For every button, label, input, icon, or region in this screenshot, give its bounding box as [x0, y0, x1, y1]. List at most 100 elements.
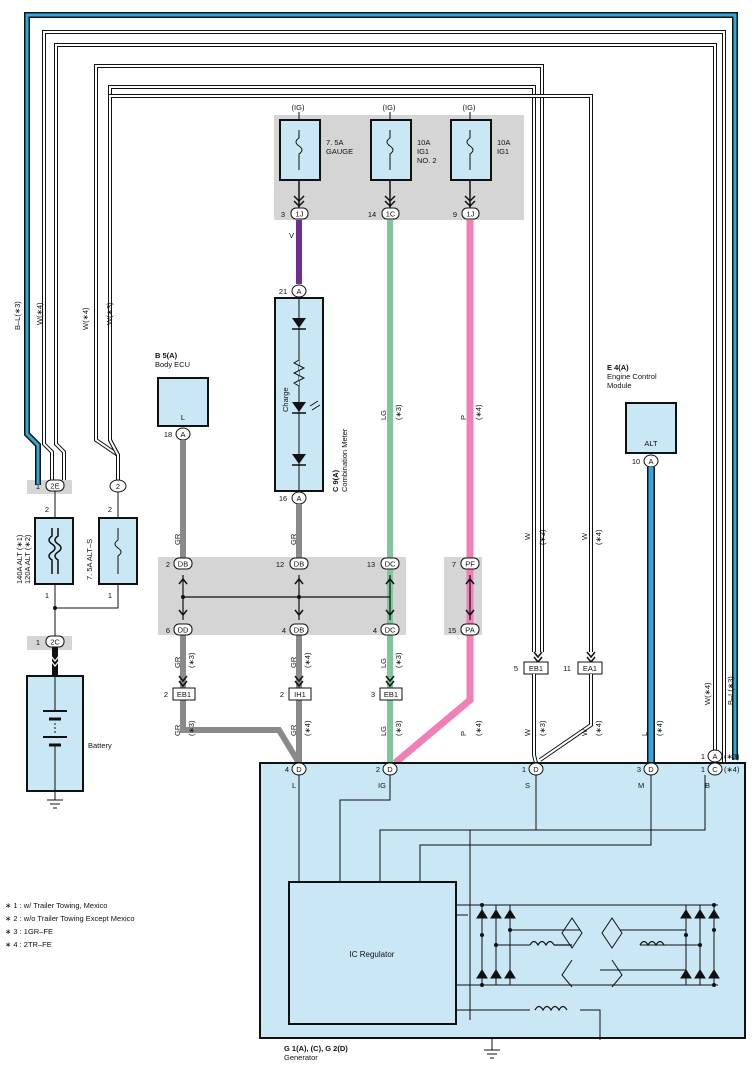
svg-text:4: 4 — [373, 626, 377, 635]
svg-text:(∗3): (∗3) — [187, 720, 196, 736]
svg-text:(∗4): (∗4) — [594, 720, 603, 736]
svg-text:M: M — [638, 781, 644, 790]
outer-wires — [24, 12, 738, 770]
battery-arrow — [50, 655, 60, 667]
svg-text:10: 10 — [632, 457, 640, 466]
wire-label-w4a: W(∗4) — [35, 302, 44, 325]
svg-text:14: 14 — [368, 210, 376, 219]
svg-text:(∗4): (∗4) — [655, 720, 664, 736]
svg-text:2: 2 — [164, 690, 168, 699]
svg-text:GR: GR — [173, 533, 182, 545]
svg-text:EA1: EA1 — [583, 664, 597, 673]
svg-text:6: 6 — [166, 626, 170, 635]
svg-text:3: 3 — [371, 690, 375, 699]
svg-text:D: D — [533, 765, 539, 774]
svg-text:11: 11 — [563, 664, 571, 673]
svg-text:(∗3): (∗3) — [538, 720, 547, 736]
wire-label-w3: W(∗3) — [105, 302, 114, 325]
svg-text:5: 5 — [514, 664, 518, 673]
svg-text:L: L — [181, 413, 185, 422]
svg-text:P: P — [459, 415, 468, 420]
svg-text:DB: DB — [294, 626, 304, 635]
wire-labels: GR GR LG (∗3) P (∗4) W (∗3) W (∗4) GR (∗… — [173, 404, 735, 736]
svg-text:(∗3): (∗3) — [394, 720, 403, 736]
svg-text:2: 2 — [376, 765, 380, 774]
svg-text:LG: LG — [379, 726, 388, 736]
svg-text:W: W — [580, 728, 589, 736]
svg-text:A: A — [180, 430, 185, 439]
svg-text:9: 9 — [453, 210, 457, 219]
svg-text:IG: IG — [378, 781, 386, 790]
svg-text:IG1: IG1 — [417, 147, 429, 156]
svg-text:LG: LG — [379, 658, 388, 668]
fuse-bus-junction — [53, 606, 57, 610]
svg-text:10A: 10A — [417, 138, 430, 147]
svg-text:GAUGE: GAUGE — [326, 147, 353, 156]
svg-text:1: 1 — [522, 765, 526, 774]
svg-text:IG1: IG1 — [497, 147, 509, 156]
svg-text:(IG): (IG) — [383, 103, 396, 112]
svg-text:GR: GR — [289, 656, 298, 668]
body-ecu: B 5(A) Body ECU L A 18 — [155, 351, 209, 441]
svg-text:1: 1 — [36, 482, 40, 491]
svg-text:E 4(A): E 4(A) — [607, 363, 629, 372]
fuse-gauge: (IG) 7. 5A GAUGE 1J 3 — [279, 103, 353, 220]
fuse-alt-s: 2 2 7. 5A ALT–S 1 — [85, 479, 138, 600]
svg-text:D: D — [648, 765, 654, 774]
combination-meter: A 21 Charge A 16 C 9(A) Combination Mete… — [274, 284, 349, 505]
svg-text:∗ 4 : 2TR–FE: ∗ 4 : 2TR–FE — [5, 940, 52, 949]
svg-text:PF: PF — [465, 560, 475, 569]
svg-text:2: 2 — [280, 690, 284, 699]
svg-text:GR: GR — [289, 533, 298, 545]
svg-text:DB: DB — [178, 560, 188, 569]
junction-block — [178, 575, 475, 620]
svg-text:PA: PA — [465, 626, 474, 635]
svg-text:(∗4): (∗4) — [303, 652, 312, 668]
svg-text:1: 1 — [701, 765, 705, 774]
svg-text:∗ 3 : 1GR–FE: ∗ 3 : 1GR–FE — [5, 927, 53, 936]
svg-text:2: 2 — [108, 505, 112, 514]
footnotes: ∗ 1 : w/ Trailer Towing, Mexico ∗ 2 : w/… — [5, 901, 135, 949]
svg-text:140A ALT (∗1): 140A ALT (∗1) — [15, 534, 24, 584]
svg-text:3: 3 — [281, 210, 285, 219]
generator: IC Regulator — [259, 762, 746, 1059]
svg-text:ALT: ALT — [644, 439, 658, 448]
w-wires-lower — [532, 674, 593, 764]
svg-text:A: A — [296, 494, 301, 503]
battery: Battery — [26, 675, 112, 809]
svg-text:D: D — [387, 765, 393, 774]
svg-text:∗ 2 : w/o Trailer Towing Excep: ∗ 2 : w/o Trailer Towing Except Mexico — [5, 914, 135, 923]
svg-text:1: 1 — [701, 752, 705, 761]
svg-text:LG: LG — [379, 410, 388, 420]
svg-text:(∗3): (∗3) — [538, 529, 547, 545]
svg-text:1: 1 — [108, 591, 112, 600]
svg-text:Body ECU: Body ECU — [155, 360, 190, 369]
svg-text:P: P — [459, 731, 468, 736]
svg-text:B 5(A): B 5(A) — [155, 351, 178, 360]
splice-bottom-connectors: DD 6 DB 4 DC 4 PA 15 — [166, 623, 480, 636]
svg-text:∗ 1 : w/ Trailer Towing, Mexi: ∗ 1 : w/ Trailer Towing, Mexico — [5, 901, 107, 910]
engine-control-module: E 4(A) Engine Control Module ALT A 10 — [607, 363, 677, 468]
svg-text:(∗3): (∗3) — [724, 752, 740, 761]
svg-text:W(∗4): W(∗4) — [703, 682, 712, 705]
svg-text:120A ALT (∗2): 120A ALT (∗2) — [23, 534, 32, 584]
svg-text:W: W — [580, 532, 589, 540]
svg-text:W: W — [523, 532, 532, 540]
svg-text:2E: 2E — [50, 482, 59, 491]
svg-text:2: 2 — [45, 505, 49, 514]
svg-text:L: L — [640, 732, 649, 736]
svg-text:(∗4): (∗4) — [474, 720, 483, 736]
svg-text:15: 15 — [448, 626, 456, 635]
inline-connectors: EB1 2 IH1 2 EB1 3 EB1 5 EA1 11 — [164, 651, 603, 701]
svg-text:A: A — [296, 287, 301, 296]
svg-text:13: 13 — [367, 560, 375, 569]
svg-text:Battery: Battery — [88, 741, 112, 750]
svg-text:A: A — [648, 457, 653, 466]
fuse-ig1-no2: (IG) 10A IG1 NO. 2 1C 14 — [368, 103, 437, 220]
svg-text:4: 4 — [285, 765, 289, 774]
svg-text:A: A — [712, 752, 717, 761]
svg-text:Engine Control: Engine Control — [607, 372, 657, 381]
svg-text:(∗3): (∗3) — [394, 404, 403, 420]
svg-text:B: B — [705, 781, 710, 790]
svg-text:DC: DC — [385, 560, 396, 569]
